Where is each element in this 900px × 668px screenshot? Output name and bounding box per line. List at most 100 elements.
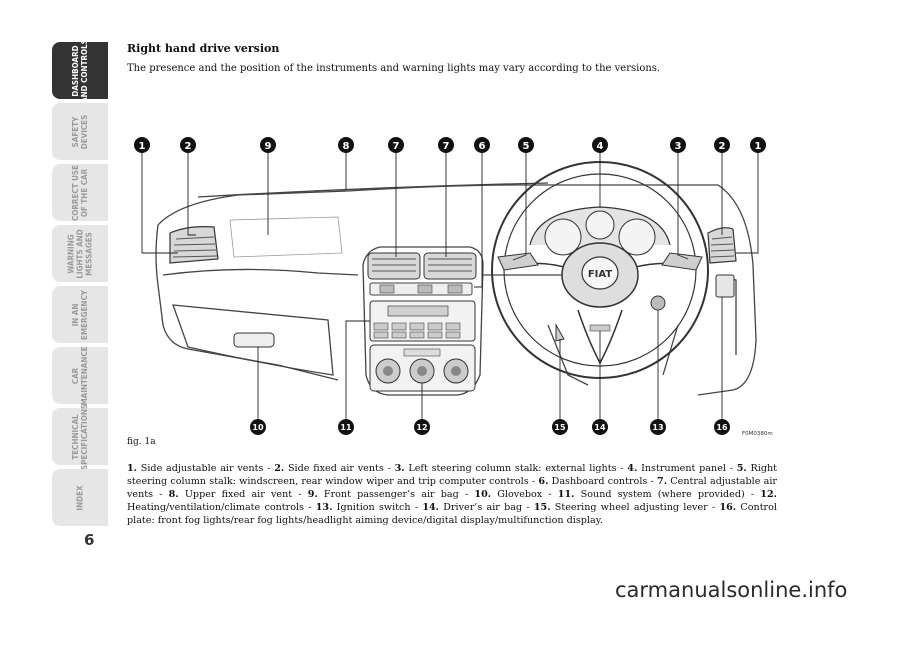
caption-text: Upper fixed air vent - xyxy=(178,489,308,500)
tab-in-an-emergency[interactable]: IN AN EMERGENCY xyxy=(52,286,108,343)
caption-text: Glovebox - xyxy=(491,489,558,500)
section-heading: Right hand drive version xyxy=(127,42,280,55)
callout-label: 16 xyxy=(716,423,728,432)
leader-lines xyxy=(141,153,759,423)
figure-label: fig. 1a xyxy=(127,437,156,447)
caption-text: Heating/ventilation/climate controls - xyxy=(127,502,316,513)
top-callouts: 1 2 9 8 7 7 6 5 4 3 2 1 xyxy=(134,137,766,153)
callout-9 xyxy=(260,137,276,153)
caption-text: Driver’s air bag - xyxy=(439,502,534,513)
caption-number: 11. xyxy=(557,489,575,500)
tab-label: CAR MAINTENANCE xyxy=(71,345,89,406)
caption-number: 8. xyxy=(168,489,179,500)
caption-number: 12. xyxy=(760,489,777,500)
caption-text: Steering wheel adjusting lever - xyxy=(550,502,720,513)
caption-text: Sound system (where provided) - xyxy=(574,489,761,500)
callout-16 xyxy=(714,419,730,435)
tab-warning-lights[interactable]: WARNING LIGHTS AND MESSAGES xyxy=(52,225,108,282)
figure-code: F0M0380m xyxy=(742,431,773,437)
fiat-logo: FIAT xyxy=(588,269,613,280)
callout-6 xyxy=(474,137,490,153)
central-air-vents xyxy=(367,252,477,280)
caption-number: 16. xyxy=(719,502,737,513)
caption-number: 10. xyxy=(474,489,492,500)
callout-label: 1 xyxy=(755,141,762,152)
bottom-callouts: 10 11 12 15 14 13 16 xyxy=(250,419,730,435)
caption-number: 9. xyxy=(307,489,318,500)
figure-caption: 1. Side adjustable air vents - 2. Side f… xyxy=(127,462,777,527)
caption-number: 15. xyxy=(533,502,551,513)
callout-7a xyxy=(388,137,404,153)
watermark: carmanualsonline.info xyxy=(615,578,848,602)
caption-number: 13. xyxy=(315,502,333,513)
callout-label: 12 xyxy=(416,423,427,432)
caption-text: Side fixed air vents - xyxy=(284,463,395,474)
callout-label: 9 xyxy=(265,141,272,152)
callout-11 xyxy=(338,419,354,435)
callout-label: 5 xyxy=(523,141,530,152)
tab-index[interactable]: INDEX xyxy=(52,469,108,526)
dashboard-controls xyxy=(369,282,473,296)
tab-car-maintenance[interactable]: CAR MAINTENANCE xyxy=(52,345,108,406)
caption-number: 4. xyxy=(627,463,638,474)
callout-label: 3 xyxy=(675,141,682,152)
caption-number: 14. xyxy=(422,502,440,513)
callout-8 xyxy=(338,137,354,153)
callout-5 xyxy=(518,137,534,153)
callout-7b xyxy=(438,137,454,153)
tab-label: TECHNICAL SPECIFICATIONS xyxy=(71,403,89,470)
tab-technical-specifications[interactable]: TECHNICAL SPECIFICATIONS xyxy=(52,403,108,470)
callout-3 xyxy=(670,137,686,153)
caption-number: 3. xyxy=(394,463,405,474)
caption-text: Right steering column stalk: windscreen,… xyxy=(127,463,777,487)
tab-safety-devices[interactable]: SAFETY DEVICES xyxy=(52,103,108,160)
callout-label: 15 xyxy=(554,423,566,432)
caption-text: Ignition switch - xyxy=(332,502,423,513)
callout-1-right xyxy=(750,137,766,153)
tab-correct-use[interactable]: CORRECT USE OF THE CAR xyxy=(52,164,108,221)
callout-2-right xyxy=(714,137,730,153)
caption-number: 7. xyxy=(657,476,668,487)
callout-label: 1 xyxy=(139,141,146,152)
callout-13 xyxy=(650,419,666,435)
callout-label: 2 xyxy=(719,141,726,152)
caption-text: Control plate: front fog lights/rear fog… xyxy=(127,502,777,526)
sound-system xyxy=(369,300,476,342)
tab-label: WARNING LIGHTS AND MESSAGES xyxy=(66,228,94,279)
callout-label: 4 xyxy=(597,141,604,152)
caption-text: Instrument panel - xyxy=(637,463,737,474)
caption-number: 2. xyxy=(274,463,285,474)
callout-label: 7 xyxy=(393,141,400,152)
caption-text: Central adjustable air vents - xyxy=(127,476,777,500)
caption-number: 5. xyxy=(736,463,747,474)
caption-text: Dashboard controls - xyxy=(548,476,658,487)
tab-label: IN AN EMERGENCY xyxy=(71,289,89,340)
callout-1 xyxy=(134,137,150,153)
caption-text: Front passenger’s air bag - xyxy=(317,489,475,500)
tab-label: INDEX xyxy=(75,484,85,511)
control-plate xyxy=(715,274,735,298)
dashboard-drawing: FIAT 1 xyxy=(134,137,773,437)
callout-14 xyxy=(592,419,608,435)
glovebox-handle xyxy=(233,332,275,348)
callout-4 xyxy=(592,137,608,153)
callout-2 xyxy=(180,137,196,153)
tab-dashboard-and-controls[interactable]: DASHBOARD AND CONTROLS xyxy=(52,39,108,102)
page-number: 6 xyxy=(84,531,95,549)
callout-label: 11 xyxy=(340,423,352,432)
right-side-air-vent xyxy=(707,227,737,264)
caption-number: 6. xyxy=(538,476,549,487)
steering-wheel: FIAT xyxy=(491,161,709,379)
callout-label: 13 xyxy=(652,423,663,432)
callout-label: 6 xyxy=(479,141,486,152)
callout-label: 10 xyxy=(252,423,264,432)
callout-label: 8 xyxy=(343,141,350,152)
tab-label: SAFETY DEVICES xyxy=(71,114,89,149)
caption-number: 1. xyxy=(127,463,138,474)
passenger-airbag-area xyxy=(229,216,343,258)
callout-12 xyxy=(414,419,430,435)
tab-label: CORRECT USE OF THE CAR xyxy=(71,164,89,221)
caption-text: Left steering column stalk: external lig… xyxy=(404,463,628,474)
dashboard-figure: FIAT 1 xyxy=(118,125,778,455)
intro-text: The presence and the position of the ins… xyxy=(127,63,661,74)
